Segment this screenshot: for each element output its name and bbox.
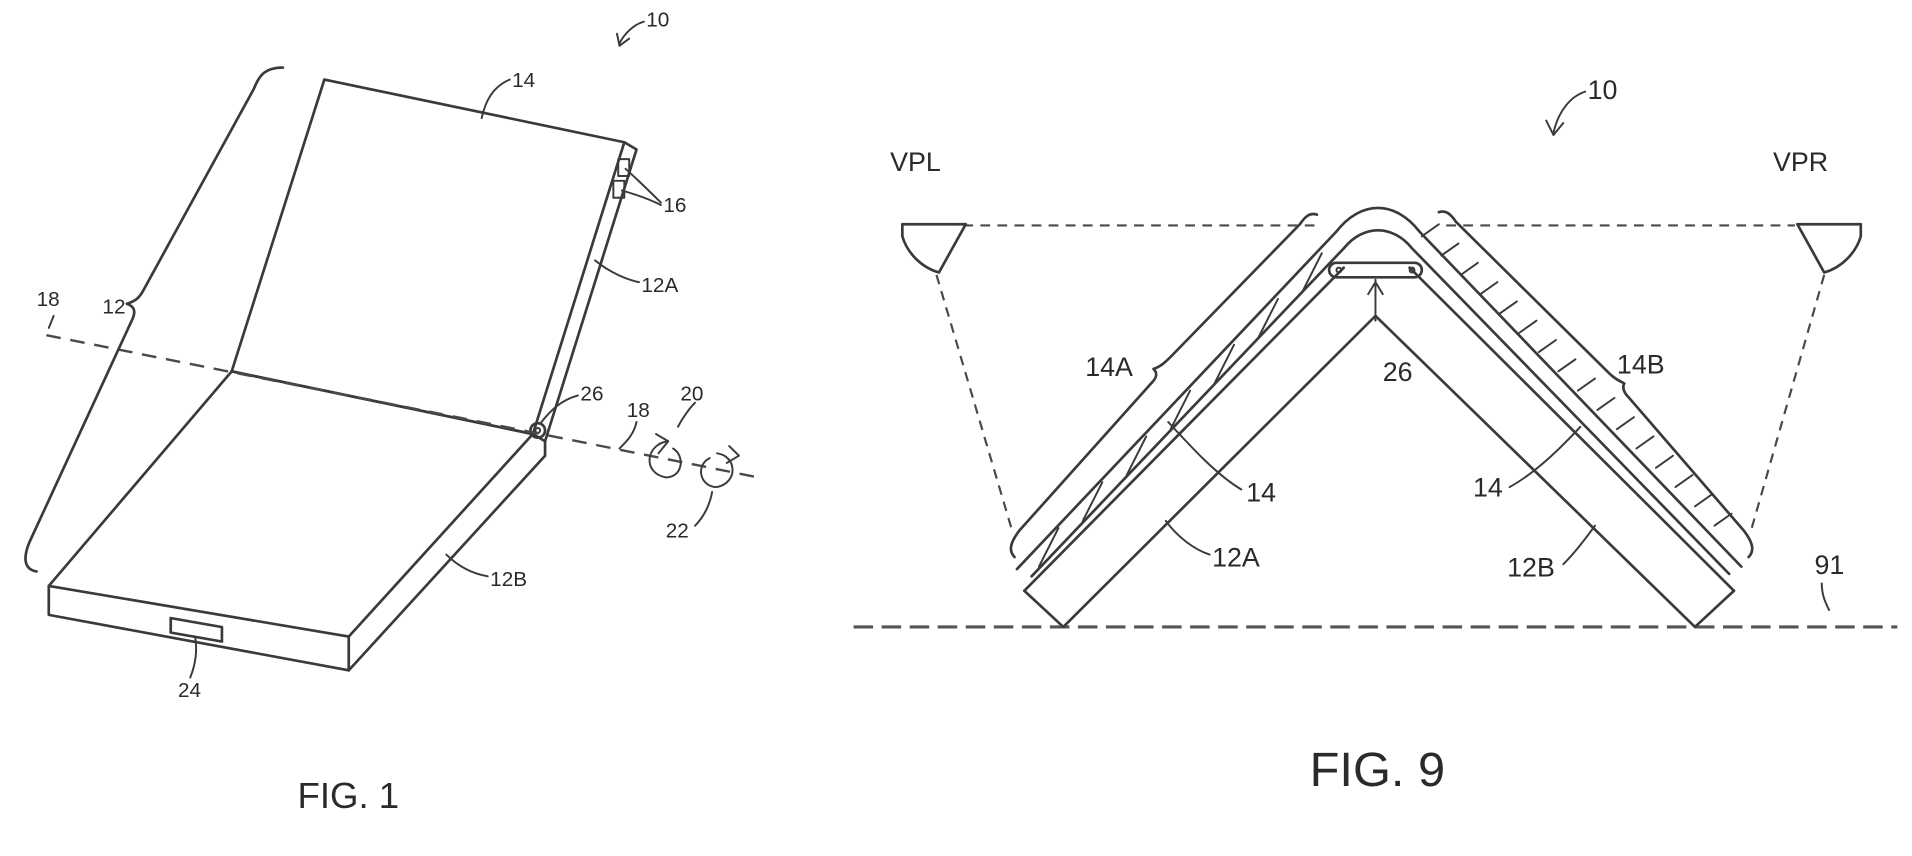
display-14a-hatching bbox=[1037, 252, 1323, 568]
leader-14-right bbox=[1508, 425, 1582, 489]
hinge-26-fig9 bbox=[1327, 261, 1424, 279]
ref-10-fig1: 10 bbox=[646, 9, 669, 32]
eye-vpr bbox=[1796, 222, 1863, 274]
leader-14-left bbox=[1167, 421, 1243, 491]
leader-26 bbox=[540, 394, 579, 423]
bracket-14b bbox=[1437, 210, 1754, 559]
ref-22: 22 bbox=[666, 520, 689, 543]
housing-12b-bottom bbox=[1374, 314, 1736, 629]
figure-1-caption: FIG. 1 bbox=[298, 775, 400, 816]
leader-12a-fig9 bbox=[1164, 519, 1211, 556]
housing-12a-bottom bbox=[1022, 314, 1377, 629]
figure-9-caption: FIG. 9 bbox=[1310, 743, 1446, 797]
leader-22 bbox=[694, 490, 714, 527]
port-24 bbox=[169, 616, 224, 643]
ref-20: 20 bbox=[680, 382, 703, 405]
arrow-20-head bbox=[655, 433, 670, 455]
rotation-arrow-20-tail bbox=[664, 447, 682, 479]
lower-housing-12b bbox=[47, 370, 535, 638]
leader-91 bbox=[1820, 582, 1831, 612]
ref-14a: 14A bbox=[1085, 352, 1133, 382]
ref-14-right: 14 bbox=[1473, 473, 1503, 503]
leader-12b-fig9 bbox=[1562, 524, 1596, 566]
leader-12a bbox=[594, 259, 640, 284]
ref-24: 24 bbox=[178, 679, 201, 702]
display-14b-hatching bbox=[1420, 223, 1733, 527]
ref-14-left: 14 bbox=[1246, 478, 1276, 508]
rotation-arrow-20 bbox=[648, 440, 670, 479]
hinge-26-pin-right bbox=[1408, 266, 1416, 274]
ref-10-fig9: 10 bbox=[1588, 75, 1618, 105]
leader-24 bbox=[189, 635, 198, 679]
arrow-10-fig1-head bbox=[616, 32, 631, 47]
ref-26-fig9: 26 bbox=[1383, 357, 1413, 387]
ref-12b-fig9: 12B bbox=[1507, 552, 1555, 582]
label-vpr: VPR bbox=[1773, 147, 1828, 177]
button-16-lower bbox=[612, 179, 626, 199]
rotation-arrow-22 bbox=[700, 452, 734, 489]
label-vpl: VPL bbox=[890, 147, 941, 177]
display-14-outer bbox=[1015, 206, 1743, 571]
leader-18-left bbox=[47, 314, 55, 329]
housing-12b-top bbox=[1408, 266, 1736, 593]
leader-18-right bbox=[618, 421, 638, 450]
upper-housing-12a bbox=[230, 78, 626, 436]
ref-14-fig1: 14 bbox=[512, 69, 535, 92]
ref-26-fig1: 26 bbox=[580, 382, 603, 405]
arrow-26-head bbox=[1367, 281, 1384, 296]
ref-18-right: 18 bbox=[627, 399, 650, 422]
housing-12a-top bbox=[1022, 266, 1346, 593]
ref-12a-fig9: 12A bbox=[1212, 543, 1260, 573]
eye-vpl bbox=[901, 222, 968, 274]
figure-1: 10 14 16 12 12A 18 26 18 20 22 12B 24 FI… bbox=[24, 9, 759, 816]
hinge-26-pin-left bbox=[1335, 266, 1343, 274]
arrow-10-fig9 bbox=[1552, 90, 1587, 134]
bracket-12 bbox=[24, 66, 285, 573]
leader-12b bbox=[445, 553, 489, 578]
display-14-inner bbox=[1030, 228, 1731, 578]
lower-housing-side-edge bbox=[347, 439, 547, 672]
arrow-10-fig1 bbox=[618, 20, 645, 45]
hinge-26 bbox=[529, 421, 547, 439]
arrow-10-fig9-head bbox=[1545, 119, 1565, 136]
lower-housing-front-edge bbox=[47, 584, 351, 672]
ref-12: 12 bbox=[102, 296, 125, 319]
figure-9: 10 VPL VPR 14A 14B 26 14 14 12A 12B 91 F… bbox=[853, 75, 1898, 797]
leader-16a bbox=[624, 167, 662, 204]
sightline-vpr-lower bbox=[1749, 274, 1826, 531]
ref-16: 16 bbox=[663, 194, 686, 217]
leader-14 bbox=[480, 78, 511, 120]
button-16-upper bbox=[617, 158, 631, 177]
bracket-14a bbox=[1009, 212, 1319, 559]
leader-16b bbox=[620, 189, 662, 206]
leader-20 bbox=[677, 401, 697, 428]
ref-18-left: 18 bbox=[37, 288, 60, 311]
arrow-22-head bbox=[725, 445, 740, 464]
ref-12b-fig1: 12B bbox=[490, 568, 527, 591]
ref-91: 91 bbox=[1814, 550, 1844, 580]
sightline-vpl-lower bbox=[935, 274, 1014, 531]
ref-12a-fig1: 12A bbox=[641, 274, 678, 297]
ref-14b: 14B bbox=[1617, 350, 1665, 380]
